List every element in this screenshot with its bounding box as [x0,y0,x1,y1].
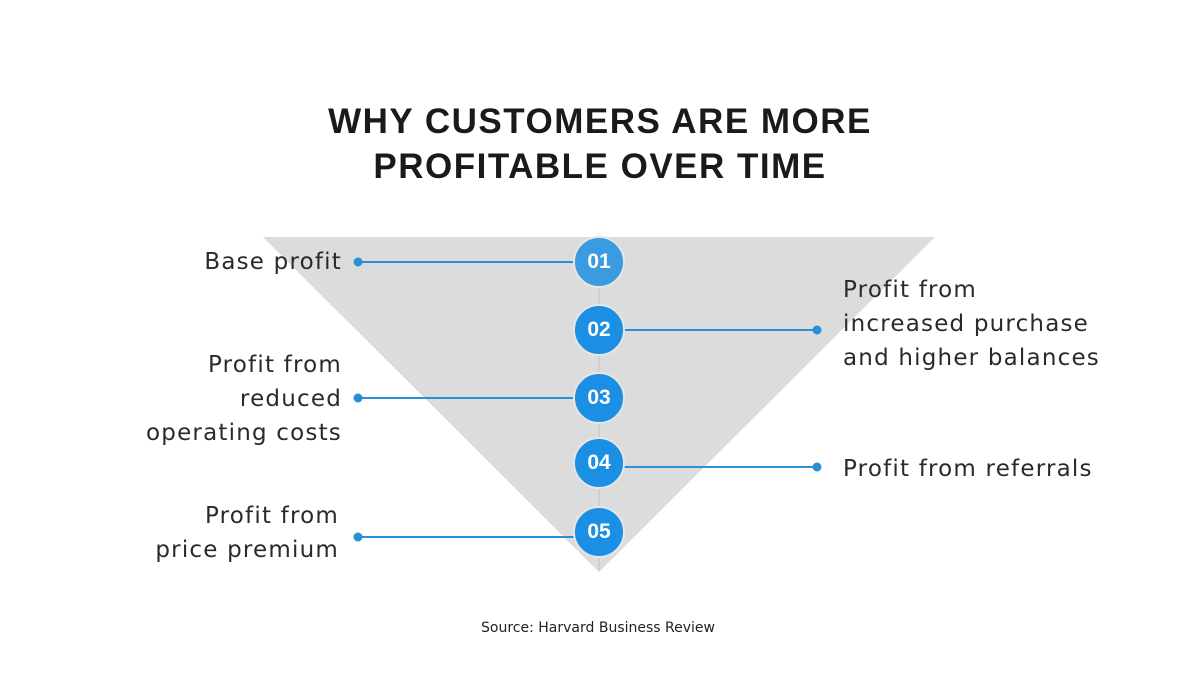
connector-dot-05 [353,532,363,542]
label-line: increased purchase [843,311,1090,337]
connector-dot-01 [353,257,363,267]
title-line-2: PROFITABLE OVER TIME [373,147,827,186]
label-reduced-costs: Profit from reduced operating costs [146,348,342,450]
step-circle-05 [573,506,625,558]
step-circle-02 [573,304,625,356]
label-referrals: Profit from referrals [843,452,1093,486]
source-note: Source: Harvard Business Review [481,620,715,636]
step-circle-03 [573,372,625,424]
connector-dot-03 [353,393,363,403]
step-circle-01 [573,236,625,288]
label-increased-purchase: Profit from increased purchase and highe… [843,273,1100,375]
step-number-03: 03 [587,386,611,409]
step-number-04: 04 [587,451,611,474]
label-line: Profit from [207,352,342,378]
label-line: and higher balances [843,345,1100,371]
connector-dot-02 [812,325,822,335]
title-line-1: WHY CUSTOMERS ARE MORE [328,102,872,141]
title: WHY CUSTOMERS ARE MORE PROFITABLE OVER T… [0,99,1200,189]
label-line: Profit from [204,503,339,529]
connector-dot-04 [812,462,822,472]
label-base-profit: Base profit [204,245,342,279]
step-number-05: 05 [587,520,611,543]
label-line: Base profit [204,249,342,275]
label-line: reduced [239,386,342,412]
step-number-01: 01 [587,250,611,273]
step-number-02: 02 [587,318,611,341]
label-line: Profit from [843,277,978,303]
label-price-premium: Profit from price premium [155,499,339,567]
label-line: operating costs [146,420,342,446]
label-line: Profit from referrals [843,456,1093,482]
label-line: price premium [155,537,339,563]
step-circle-04 [573,437,625,489]
